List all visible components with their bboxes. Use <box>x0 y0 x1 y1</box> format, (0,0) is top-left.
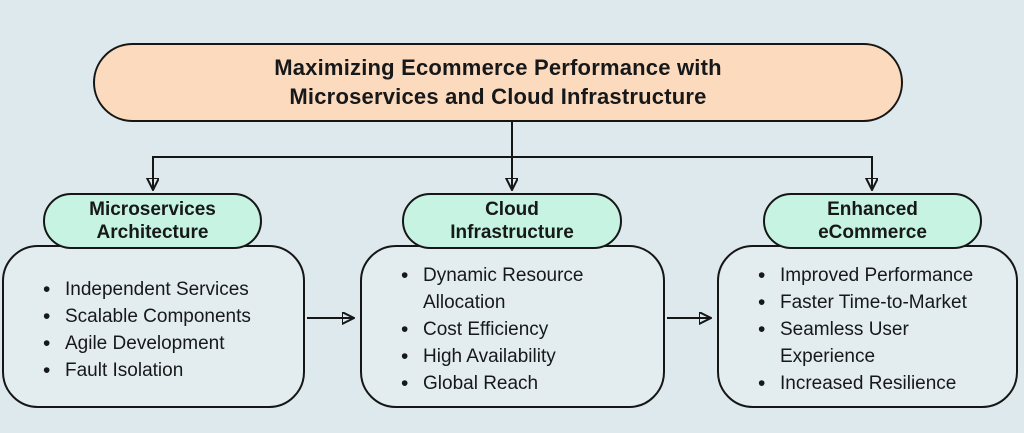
node-header-label: Microservices Architecture <box>89 198 216 243</box>
list-item: Independent Services <box>42 276 291 303</box>
node-header-label: Cloud Infrastructure <box>450 198 574 243</box>
list-item: Fault Isolation <box>42 357 291 384</box>
list-item: Improved Performance <box>757 262 1004 289</box>
list-item: Agile Development <box>42 330 291 357</box>
bullet-list: Improved Performance Faster Time-to-Mark… <box>719 256 1016 397</box>
diagram-title: Maximizing Ecommerce Performance with Mi… <box>274 54 722 109</box>
node-header-label: Enhanced eCommerce <box>818 198 927 243</box>
list-item: Dynamic Resource Allocation <box>400 262 651 316</box>
bullet-list: Dynamic Resource Allocation Cost Efficie… <box>362 256 663 397</box>
node-body-cloud-infrastructure: Dynamic Resource Allocation Cost Efficie… <box>360 245 665 408</box>
title-node: Maximizing Ecommerce Performance with Mi… <box>93 43 903 122</box>
list-item: Scalable Components <box>42 303 291 330</box>
node-body-microservices-architecture: Independent Services Scalable Components… <box>2 245 305 408</box>
list-item: Faster Time-to-Market <box>757 289 1004 316</box>
list-item: Global Reach <box>400 370 651 397</box>
node-header-enhanced-ecommerce: Enhanced eCommerce <box>763 193 982 249</box>
list-item: Cost Efficiency <box>400 316 651 343</box>
list-item: Increased Resilience <box>757 370 1004 397</box>
list-item: Seamless User Experience <box>757 316 1004 370</box>
node-body-enhanced-ecommerce: Improved Performance Faster Time-to-Mark… <box>717 245 1018 408</box>
list-item: High Availability <box>400 343 651 370</box>
bullet-list: Independent Services Scalable Components… <box>4 270 303 384</box>
node-header-microservices-architecture: Microservices Architecture <box>43 193 262 249</box>
node-header-cloud-infrastructure: Cloud Infrastructure <box>402 193 622 249</box>
